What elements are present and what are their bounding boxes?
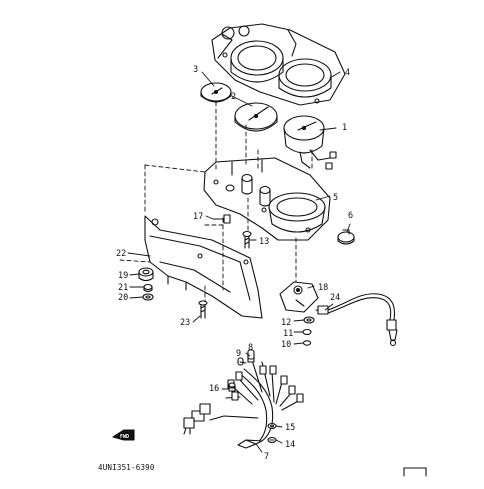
fwd-arrow-icon: FWD: [112, 429, 135, 441]
fwd-badge-label: FWD: [120, 434, 129, 440]
assembly-guide-lines: [119, 101, 313, 311]
screw-part-17: [212, 214, 231, 224]
wire-harness-part-7: [183, 353, 304, 449]
gauge-face-part-2: [234, 102, 278, 132]
small-gauge-part-3: [200, 82, 232, 103]
callout-11: 11: [283, 329, 293, 339]
callout-10: 10: [281, 340, 291, 350]
collar-part-21: [143, 283, 153, 293]
callout-4: 4: [345, 68, 350, 78]
callout-7: 7: [264, 452, 269, 462]
callout-19: 19: [118, 271, 128, 281]
callout-12: 12: [281, 318, 291, 328]
callout-13: 13: [259, 237, 269, 247]
bulbs-part-16: [228, 382, 236, 392]
washer-part-20: [142, 293, 154, 301]
callout-17: 17: [193, 212, 203, 222]
callout-16: 16: [209, 384, 219, 394]
callout-21: 21: [118, 283, 128, 293]
meter-lower-case: [203, 157, 331, 241]
bulb-parts-8-9: [237, 349, 255, 366]
meter-assembly-part-1: [283, 115, 337, 170]
washer-part-19: [138, 267, 154, 282]
callout-14: 14: [285, 440, 295, 450]
callout-24: 24: [330, 293, 340, 303]
callout-6: 6: [348, 211, 353, 221]
washers-parts-12-11-10: [302, 316, 315, 346]
meter-upper-housing: [211, 23, 346, 106]
speedometer-cable-part-24: [315, 293, 398, 347]
callout-3: 3: [193, 65, 198, 75]
speedometer-gear-part-18: [279, 281, 319, 313]
callout-labels: 1 2 3 4 5 6 7 8 9 10 11 12 13 14 15 16 1…: [116, 65, 353, 462]
callout-2: 2: [231, 92, 236, 102]
callout-8: 8: [248, 343, 253, 353]
knob-part-6: [337, 229, 355, 245]
leader-lines: [127, 71, 351, 453]
bolt-part-13: [242, 230, 252, 249]
callout-18: 18: [318, 283, 328, 293]
screw-part-23: [198, 300, 208, 319]
callout-15: 15: [285, 423, 295, 433]
callout-23: 23: [180, 318, 190, 328]
callout-1: 1: [342, 123, 347, 133]
diagram-code: 4UNI351-6390: [98, 463, 155, 472]
callout-9: 9: [236, 349, 241, 359]
callout-5: 5: [333, 193, 338, 203]
callout-20: 20: [118, 293, 128, 303]
callout-22: 22: [116, 249, 126, 259]
corner-registration-mark: [403, 467, 427, 477]
